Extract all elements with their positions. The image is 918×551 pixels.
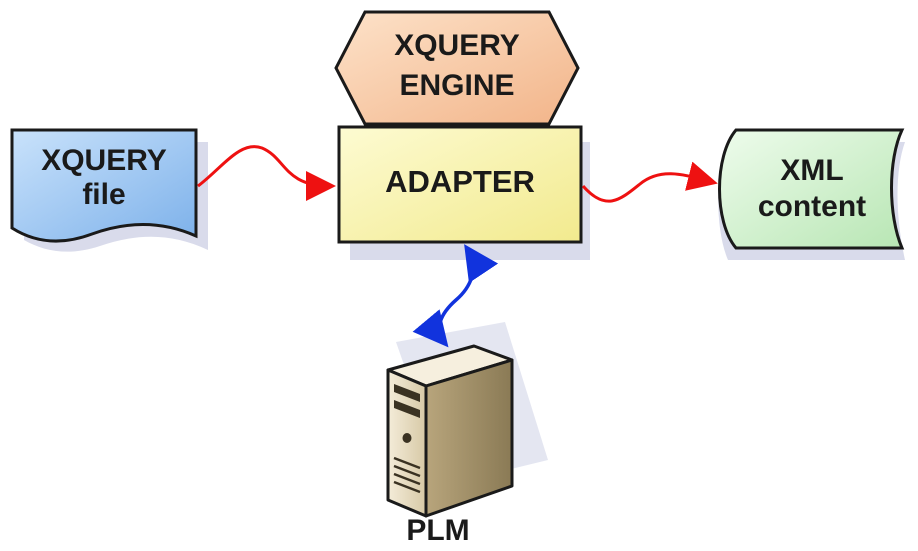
xquery-document-shape xyxy=(10,128,198,243)
xquery-file-label-line2: file xyxy=(82,178,125,211)
xquery-file-label-line1: XQUERY xyxy=(41,144,167,177)
adapter-box-shape xyxy=(337,125,583,244)
xml-content-label-line1: XML xyxy=(780,154,843,187)
adapter-label: ADAPTER xyxy=(385,164,535,199)
plm-server-node: PLM xyxy=(386,344,514,547)
plm-label: PLM xyxy=(406,514,469,547)
engine-label-line2: ENGINE xyxy=(399,69,514,102)
arrow-xquery-to-adapter xyxy=(197,145,336,201)
xml-content-node: XML content xyxy=(718,128,905,250)
arrow-adapter-plm-bidirectional xyxy=(412,244,499,348)
arrow-adapter-to-xml xyxy=(581,161,718,203)
xml-content-label-line2: content xyxy=(758,190,866,223)
server-icon xyxy=(386,344,514,518)
engine-label-line1: XQUERY xyxy=(394,29,520,62)
engine-hexagon-shape xyxy=(334,10,580,126)
xml-stored-data-shape xyxy=(718,128,905,250)
xquery-engine-node: XQUERY ENGINE xyxy=(334,10,580,126)
xquery-file-node: XQUERY file xyxy=(10,128,198,243)
adapter-node: ADAPTER xyxy=(337,125,583,244)
